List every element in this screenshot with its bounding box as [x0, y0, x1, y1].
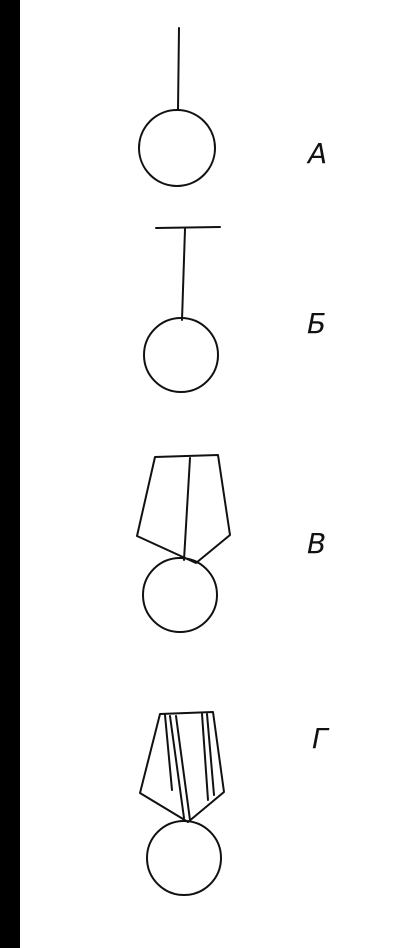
medal-b-suspension-line [182, 229, 185, 320]
medal-g-stripe-4 [202, 714, 208, 800]
medal-b-top-bar [156, 227, 220, 228]
sketch-paper: А Б В Г [20, 0, 413, 948]
medal-v-drawing [137, 455, 230, 632]
label-a: А [308, 140, 327, 168]
medal-g-stripe-5 [207, 714, 214, 795]
medal-g-disc [147, 821, 221, 895]
medal-a-suspension-line [178, 28, 179, 110]
label-b: Б [307, 310, 326, 338]
medal-v-disc [143, 558, 217, 632]
medal-g-drawing [140, 712, 224, 895]
label-v: В [307, 530, 326, 558]
label-g: Г [312, 725, 328, 753]
medal-a-drawing [139, 28, 215, 186]
medal-b-disc [144, 318, 218, 392]
medal-b-drawing [144, 227, 220, 392]
medal-v-ribbon [137, 455, 230, 563]
medal-v-ribbon-fold [184, 458, 190, 560]
medal-a-disc [139, 110, 215, 186]
medal-sketches [20, 0, 413, 948]
